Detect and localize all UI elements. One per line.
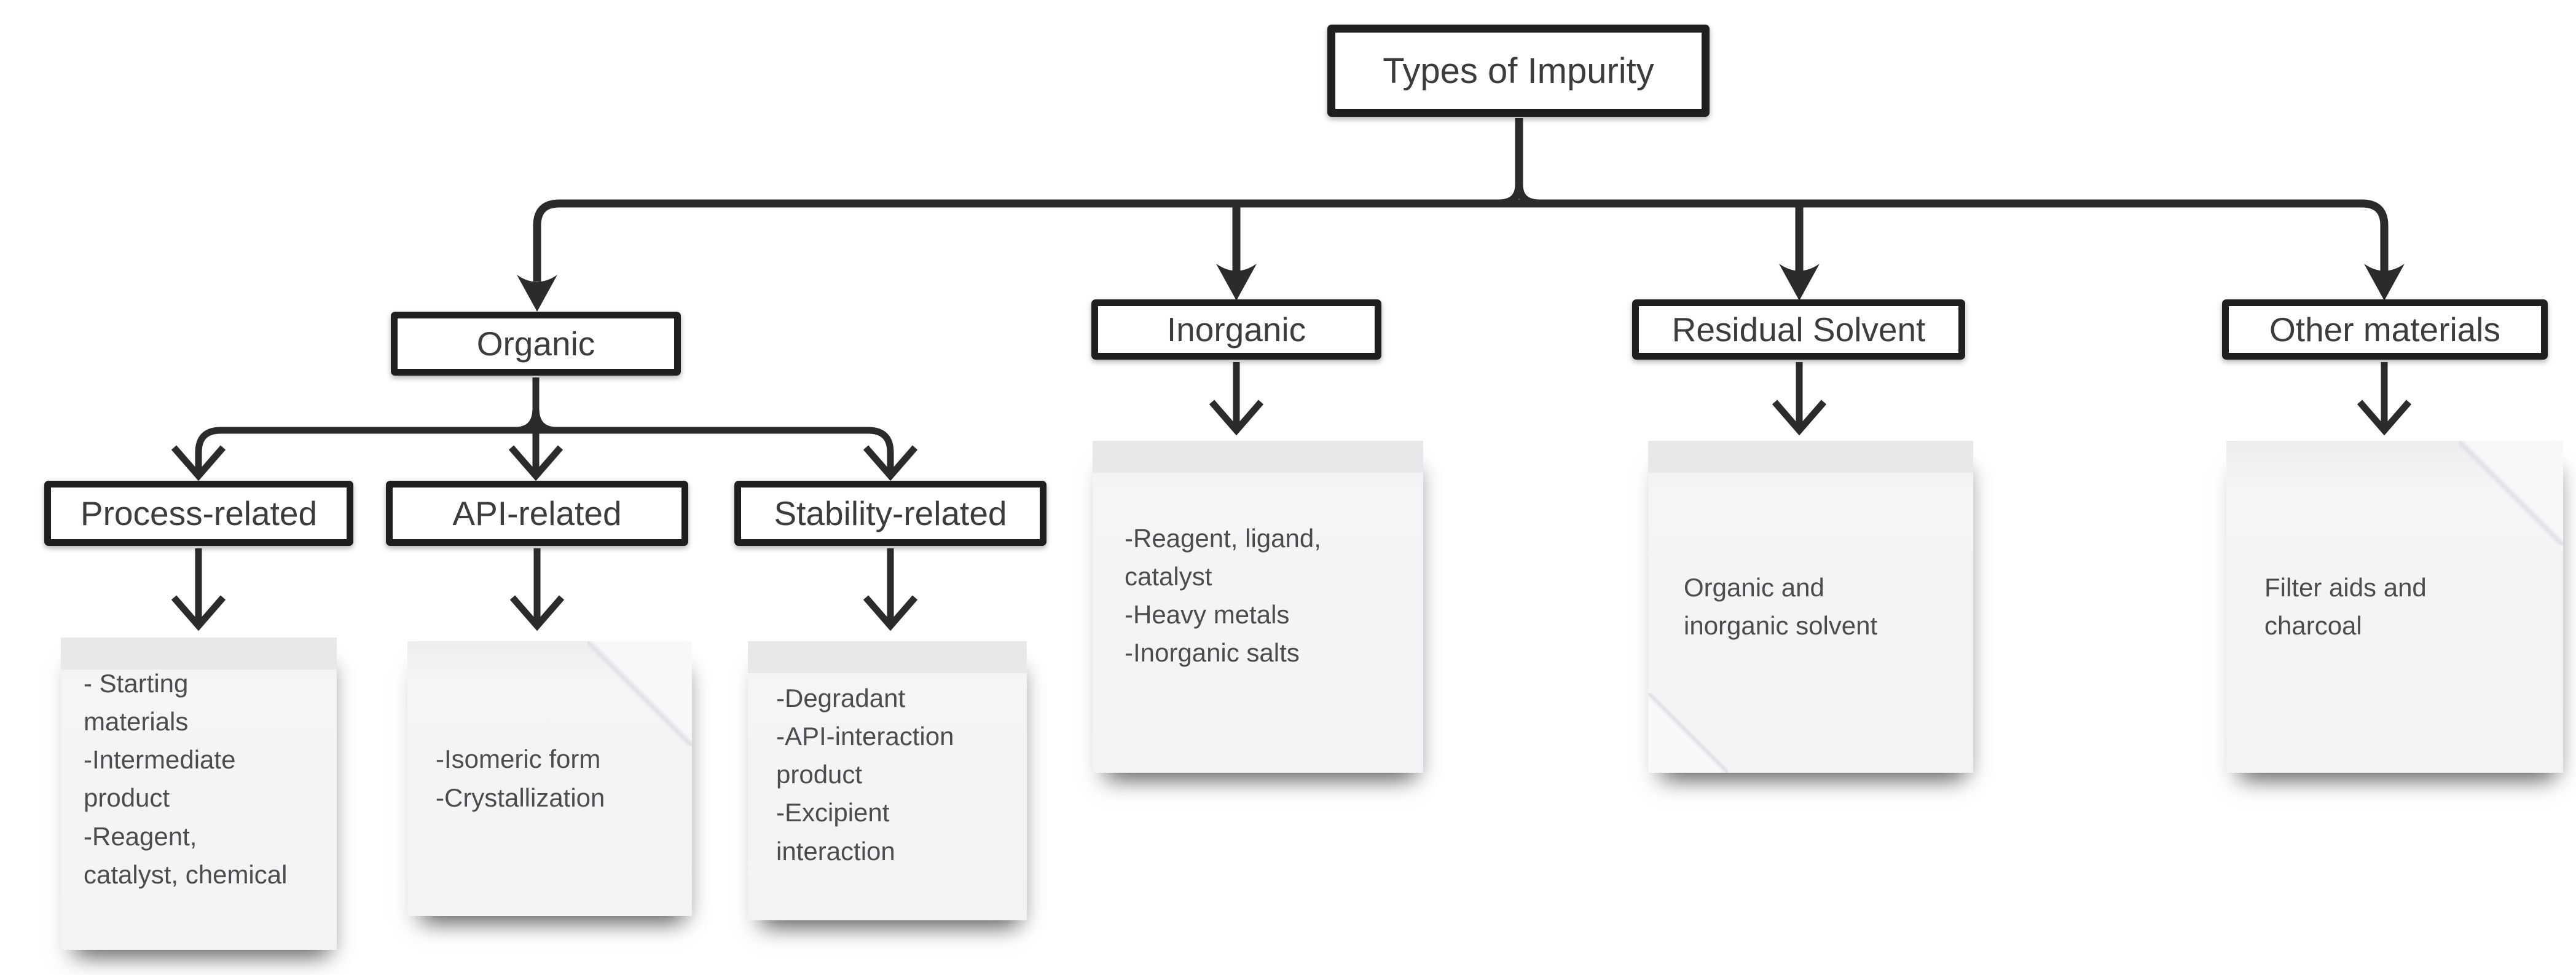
node-label: Other materials: [2269, 310, 2500, 349]
note-line: -Inorganic salts: [1125, 638, 1300, 668]
sticky-note-stability-related: -Degradant -API-interaction product -Exc…: [748, 641, 1027, 920]
node-label: Process-related: [80, 494, 318, 532]
note-arrowhead-other: [2357, 400, 2412, 436]
note-line: -Isomeric form: [436, 744, 601, 774]
node-label: API-related: [452, 494, 622, 532]
note-line: -Reagent, catalyst, chemical: [84, 821, 288, 889]
node-process-related: Process-related: [44, 481, 353, 546]
node-label: Residual Solvent: [1671, 310, 1926, 349]
node-label: Inorganic: [1166, 310, 1306, 349]
note-arrowhead-process: [171, 595, 226, 631]
note-line: Filter aids and charcoal: [2264, 572, 2427, 640]
node-organic: Organic: [391, 312, 681, 376]
connector-organic-bar: [195, 427, 894, 475]
node-label: Organic: [476, 325, 595, 363]
sticky-note-process-related: - Starting materials -Intermediate produ…: [61, 638, 337, 950]
node-other-materials: Other materials: [2222, 299, 2548, 360]
note-text: -Reagent, ligand, catalyst -Heavy metals…: [1125, 519, 1389, 673]
arrowhead-residual-solvent: [1779, 264, 1820, 301]
note-line: -Degradant: [776, 684, 906, 712]
note-text: -Degradant -API-interaction product -Exc…: [776, 679, 997, 870]
note-text: -Isomeric form -Crystallization: [436, 740, 675, 816]
note-text: Filter aids and charcoal: [2264, 569, 2473, 645]
arrowhead-other-materials: [2364, 264, 2405, 301]
sticky-note-api-related: -Isomeric form -Crystallization: [407, 641, 692, 916]
arrowhead-stability-related: [863, 445, 918, 481]
node-stability-related: Stability-related: [734, 481, 1046, 546]
note-line: -Intermediate product: [84, 745, 236, 813]
arrowhead-organic: [517, 275, 557, 312]
note-line: -API-interaction product: [776, 722, 954, 789]
note-line: -Excipient interaction: [776, 798, 895, 866]
sticky-note-other-materials: Filter aids and charcoal: [2226, 441, 2563, 773]
node-inorganic: Inorganic: [1091, 299, 1381, 360]
sticky-note-inorganic: -Reagent, ligand, catalyst -Heavy metals…: [1093, 441, 1423, 773]
note-arrowhead-api: [509, 595, 565, 631]
note-line: Organic and inorganic solvent: [1684, 572, 1878, 640]
note-text: Organic and inorganic solvent: [1684, 569, 1899, 645]
note-line: -Crystallization: [436, 783, 605, 812]
node-types-of-impurity: Types of Impurity: [1327, 25, 1710, 117]
arrowhead-inorganic: [1216, 264, 1257, 301]
note-arrowhead-inorganic: [1209, 400, 1264, 436]
note-text: - Starting materials -Intermediate produ…: [84, 665, 299, 894]
node-label: Stability-related: [774, 494, 1007, 532]
arrowhead-api-related: [508, 445, 564, 481]
note-line: -Reagent, ligand, catalyst: [1125, 523, 1321, 591]
node-residual-solvent: Residual Solvent: [1632, 299, 1965, 360]
note-arrowhead-residual: [1772, 400, 1827, 436]
node-api-related: API-related: [386, 481, 688, 546]
arrowhead-process-related: [171, 445, 226, 481]
note-arrowhead-stability: [863, 595, 918, 631]
connector-main-bar: [533, 199, 2389, 282]
sticky-note-residual-solvent: Organic and inorganic solvent: [1648, 441, 1973, 773]
note-line: -Heavy metals: [1125, 600, 1290, 629]
node-label: Types of Impurity: [1383, 50, 1654, 91]
note-line: - Starting materials: [84, 669, 189, 736]
